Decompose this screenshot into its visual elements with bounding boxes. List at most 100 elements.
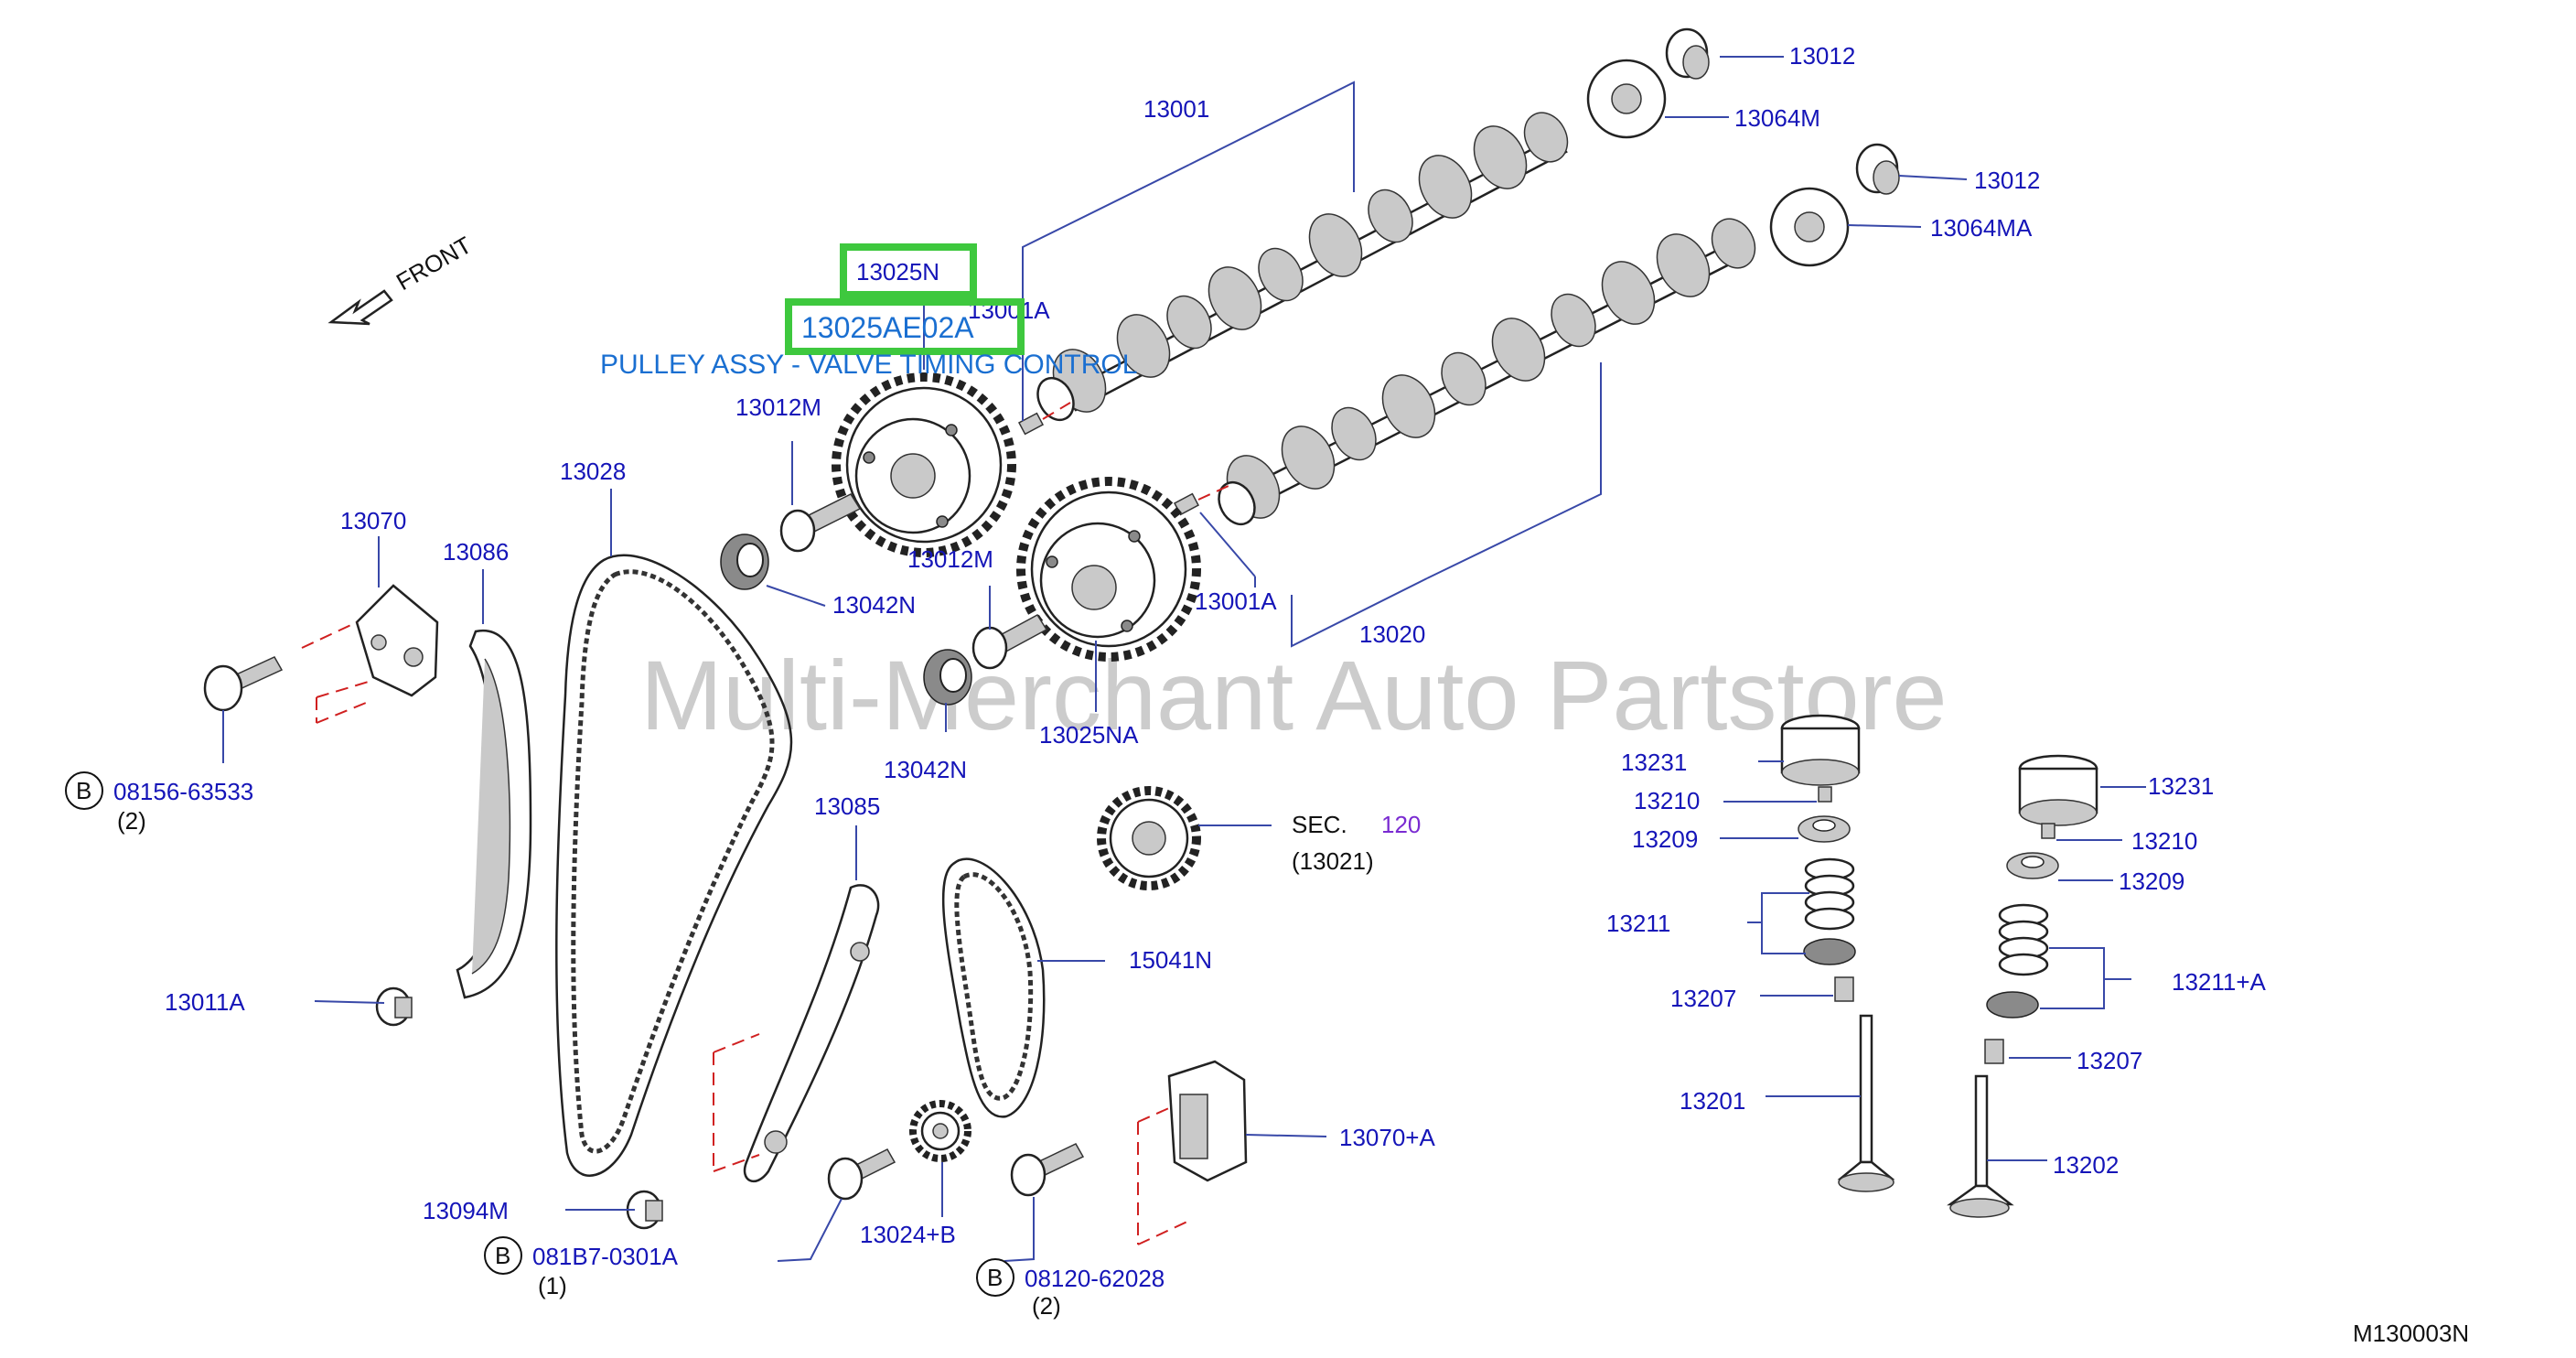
pivot-bolt-13011A[interactable] bbox=[375, 986, 413, 1027]
highlight-part-number[interactable]: 13025AE02A bbox=[801, 311, 974, 344]
highlight-ref[interactable]: 13025N bbox=[856, 258, 939, 286]
callout-13207-b[interactable]: 13207 bbox=[2077, 1047, 2142, 1074]
callout-13231-a[interactable]: 13231 bbox=[1621, 749, 1687, 776]
spring-13211A[interactable] bbox=[1986, 903, 2049, 1018]
callout-13028[interactable]: 13028 bbox=[560, 458, 626, 485]
callout-13085[interactable]: 13085 bbox=[814, 792, 880, 820]
spring-13211[interactable] bbox=[1803, 857, 1856, 965]
washer-13042N-a[interactable] bbox=[720, 534, 769, 590]
highlight-part-box bbox=[785, 298, 1025, 355]
camshaft-lower[interactable] bbox=[1212, 211, 1764, 531]
callout-13012-b[interactable]: 13012 bbox=[1974, 167, 2040, 194]
callout-13025NA[interactable]: 13025NA bbox=[1039, 721, 1139, 749]
washer-13042N-b[interactable] bbox=[923, 649, 972, 706]
camshaft-upper[interactable] bbox=[1031, 105, 1576, 426]
section-reference[interactable]: SEC. 120 (13021) bbox=[1292, 811, 1421, 875]
bolt-part-number: 081B7-0301A bbox=[532, 1243, 679, 1270]
callout-13001[interactable]: 13001 bbox=[1143, 95, 1209, 123]
cap-13012-a[interactable] bbox=[1665, 27, 1710, 80]
bolt-08120-62028[interactable] bbox=[1010, 1143, 1085, 1197]
valve-13202[interactable] bbox=[1947, 1074, 2014, 1218]
diagram-code: M130003N bbox=[2353, 1320, 2469, 1347]
keeper-13210-b[interactable] bbox=[2041, 823, 2055, 839]
retainer-13209-b[interactable] bbox=[2006, 852, 2059, 879]
timing-chain-15041N[interactable] bbox=[941, 857, 1046, 1118]
callout-13210-b[interactable]: 13210 bbox=[2131, 827, 2197, 855]
callout-13020[interactable]: 13020 bbox=[1359, 620, 1425, 648]
lifter-13231-b[interactable] bbox=[2018, 754, 2098, 826]
callout-13064MA[interactable]: 13064MA bbox=[1930, 214, 2033, 242]
chain-tensioner-13070[interactable] bbox=[355, 584, 439, 697]
bolt-callout-2[interactable]: B 081B7-0301A (1) bbox=[484, 1236, 679, 1299]
vtc-pulley-13025NA[interactable] bbox=[1016, 477, 1201, 662]
callout-13211[interactable]: 13211 bbox=[1606, 910, 1670, 937]
chain-guide-13086[interactable] bbox=[456, 629, 532, 999]
leader-lines bbox=[222, 56, 2146, 1262]
callout-13211A[interactable]: 13211+A bbox=[2172, 968, 2267, 996]
callout-13070[interactable]: 13070 bbox=[340, 507, 406, 534]
callout-15041N[interactable]: 15041N bbox=[1129, 946, 1212, 974]
section-prefix: SEC. bbox=[1292, 811, 1347, 838]
bolt-marker-icon bbox=[976, 1258, 1014, 1297]
vtc-pulley-13025N[interactable] bbox=[832, 372, 1016, 557]
callout-13012M-a[interactable]: 13012M bbox=[735, 393, 821, 421]
highlight-ref-box bbox=[840, 243, 977, 298]
callout-13070A[interactable]: 13070+A bbox=[1339, 1124, 1435, 1151]
callout-13094M[interactable]: 13094M bbox=[423, 1197, 509, 1224]
front-arrow-icon bbox=[327, 289, 393, 326]
bolt-13094M[interactable] bbox=[626, 1190, 663, 1230]
callout-13024B[interactable]: 13024+B bbox=[860, 1221, 956, 1248]
watermark: Multi-Merchant Auto Partstore bbox=[640, 640, 1948, 750]
callout-13042N-a[interactable]: 13042N bbox=[832, 591, 916, 619]
valve-train-right[interactable] bbox=[1947, 754, 2098, 1218]
callout-13201[interactable]: 13201 bbox=[1680, 1087, 1745, 1115]
bolt-part-number: 08120-62028 bbox=[1025, 1265, 1165, 1292]
cap-13012-b[interactable] bbox=[1855, 143, 1900, 195]
keeper-13210-a[interactable] bbox=[1818, 786, 1832, 803]
callout-13207-a[interactable]: 13207 bbox=[1670, 985, 1736, 1012]
highlighted-part[interactable]: 13025N 13025AE02A PULLEY ASSY - VALVE TI… bbox=[600, 243, 1137, 380]
bolt-part-number: 08156-63533 bbox=[113, 778, 253, 805]
callout-13042N-b[interactable]: 13042N bbox=[884, 756, 967, 783]
callout-13202[interactable]: 13202 bbox=[2053, 1151, 2119, 1179]
bolt-13012M-b[interactable] bbox=[971, 614, 1048, 670]
valve-13201[interactable] bbox=[1837, 1014, 1895, 1192]
chain-guide-13085[interactable] bbox=[743, 884, 880, 1182]
bolt-marker-icon bbox=[65, 771, 103, 810]
callout-13209-a[interactable]: 13209 bbox=[1632, 825, 1698, 853]
bolt-letter: B bbox=[987, 1264, 1003, 1291]
bolt-13012M-a[interactable] bbox=[779, 493, 862, 553]
callout-13001A-b[interactable]: 13001A bbox=[1195, 587, 1277, 615]
bolt-quantity: (2) bbox=[1032, 1292, 1061, 1320]
seal-13207-b[interactable] bbox=[1984, 1039, 2004, 1064]
timing-chain-13028[interactable] bbox=[555, 554, 793, 1177]
callout-13209-b[interactable]: 13209 bbox=[2119, 868, 2184, 895]
bolt-quantity: (2) bbox=[117, 807, 146, 835]
callout-13064M[interactable]: 13064M bbox=[1734, 104, 1820, 132]
front-label: FRONT bbox=[392, 231, 477, 296]
crank-sprocket[interactable] bbox=[1097, 786, 1201, 890]
lifter-13231-a[interactable] bbox=[1780, 714, 1861, 786]
dowel-pin-upper[interactable] bbox=[1017, 412, 1045, 436]
section-number[interactable]: 120 bbox=[1381, 811, 1421, 838]
sensor-plate-13064MA[interactable] bbox=[1769, 187, 1850, 267]
bolt-callout-1[interactable]: B 08156-63533 (2) bbox=[65, 771, 253, 835]
callout-13012M-b[interactable]: 13012M bbox=[907, 545, 993, 573]
bolt-letter: B bbox=[495, 1242, 510, 1269]
callout-13011A[interactable]: 13011A bbox=[165, 988, 245, 1016]
callout-13210-a[interactable]: 13210 bbox=[1634, 787, 1700, 814]
chain-tensioner-13070A[interactable] bbox=[1167, 1060, 1248, 1182]
bolt-08156-63533[interactable] bbox=[203, 656, 284, 712]
callout-13231-b[interactable]: 13231 bbox=[2148, 772, 2214, 800]
seal-13207-a[interactable] bbox=[1834, 976, 1854, 1002]
sprocket-13024B[interactable] bbox=[909, 1100, 971, 1162]
callout-13012-a[interactable]: 13012 bbox=[1789, 42, 1855, 70]
bolt-081B7-0301A[interactable] bbox=[827, 1148, 896, 1201]
retainer-13209-a[interactable] bbox=[1798, 815, 1851, 843]
valve-train-left[interactable] bbox=[1780, 714, 1895, 1192]
callout-13086[interactable]: 13086 bbox=[443, 538, 509, 566]
callout-labels: 13012 13064M 13012 13064MA 13001 13001A … bbox=[165, 42, 2267, 1248]
bolt-callout-3[interactable]: B 08120-62028 (2) bbox=[976, 1258, 1165, 1320]
sensor-plate-13064M[interactable] bbox=[1586, 59, 1667, 139]
